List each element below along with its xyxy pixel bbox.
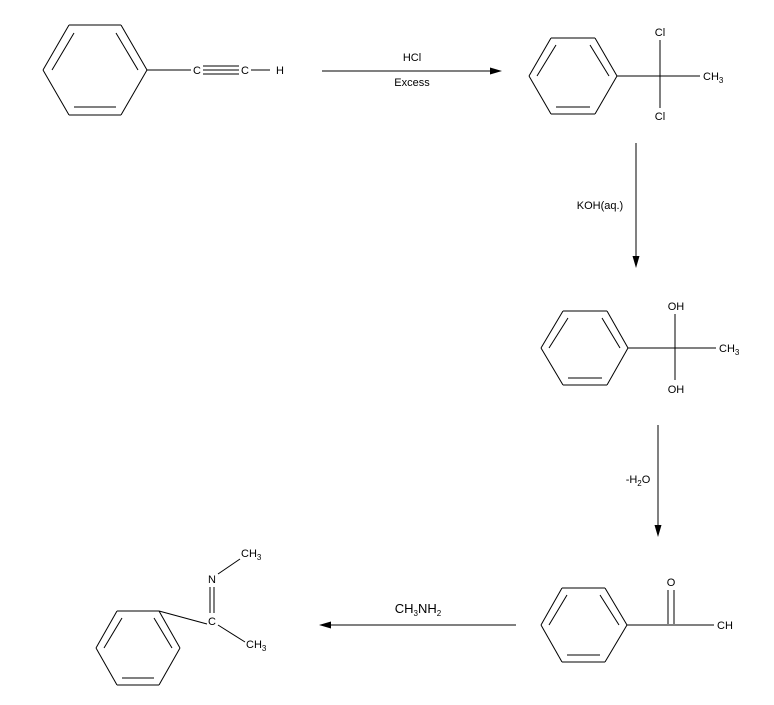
atom-oh-bottom: OH [668,384,685,396]
molecule-dichloride: Cl Cl CH3 [528,27,724,123]
atom-cl-bottom: Cl [655,111,665,123]
atom-n-imine: N [208,574,216,586]
molecule-phenylacetylene: C C H [42,24,284,116]
benzene-ring-1 [42,24,148,116]
arrow-step-2 [632,143,640,268]
benzene-ring-5 [95,610,181,686]
reagent-excess: Excess [394,77,430,89]
molecule-imine: C N CH3 CH3 [95,548,267,686]
arrow-step-1 [322,67,502,75]
arrow-step-4 [319,621,516,629]
atom-o-carbonyl: O [667,577,676,589]
benzene-ring-4 [540,587,628,663]
molecule-acetophenone: O CH [540,577,733,663]
group-c-ch3: CH3 [246,639,267,653]
group-ch3-diol: CH3 [719,343,740,357]
benzene-ring-2 [528,37,618,115]
atom-cl-top: Cl [655,27,665,39]
reagent-koh: KOH(aq.) [577,200,623,212]
reagent-minus-water: -H2O [626,474,651,488]
atom-c-imine: C [208,616,216,628]
arrow-step-3 [654,425,662,537]
group-ch3-ketone-cut: CH [717,620,733,632]
atom-c-alkyne-1: C [193,65,201,77]
reagent-hcl: HCl [403,52,421,64]
atom-h-terminal: H [276,65,284,77]
reagent-methylamine: CH3NH2 [395,601,442,618]
group-n-ch3: CH3 [241,548,262,562]
benzene-ring-3 [540,310,629,386]
molecule-gem-diol: OH OH CH3 [540,301,740,396]
atom-c-alkyne-2: C [241,65,249,77]
group-ch3-dichloride: CH3 [703,71,724,85]
atom-oh-top: OH [668,301,685,313]
